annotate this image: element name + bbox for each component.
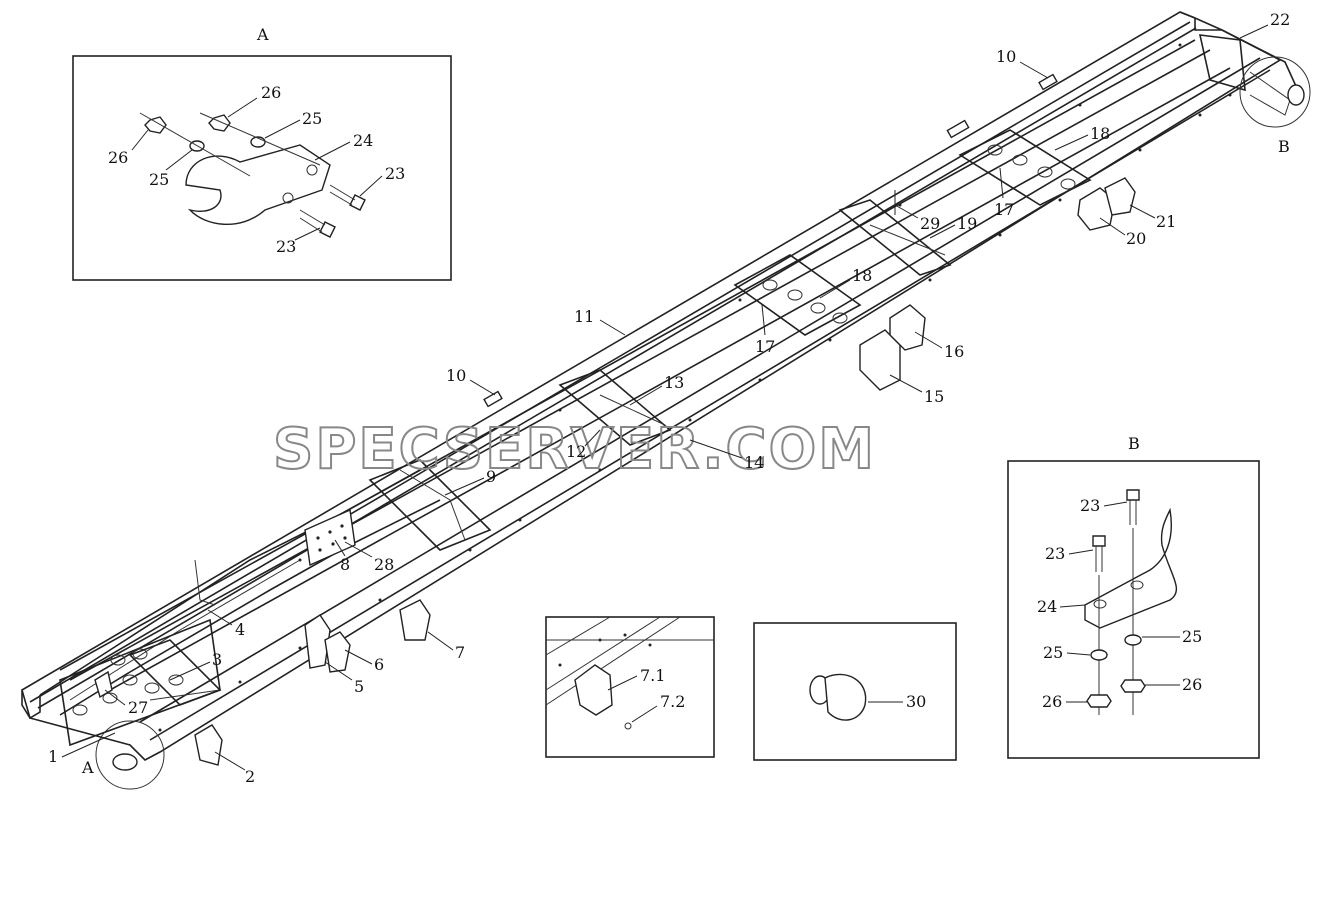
crossmembers [128, 34, 1246, 706]
callout-29: 29 [920, 214, 940, 233]
callout-3: 3 [212, 650, 222, 669]
detail-b-callout-25-right: 25 [1182, 627, 1202, 646]
callout-10b: 10 [996, 47, 1016, 66]
callout-8: 8 [340, 555, 350, 574]
detail-a-callout-26-right: 26 [261, 83, 281, 102]
detail-a-callout-26-left: 26 [108, 148, 128, 167]
callout-16: 16 [944, 342, 964, 361]
detail-box-30: 30 [753, 622, 957, 761]
detail-b-callout-24: 24 [1037, 597, 1057, 616]
detail-b-callout-26-left: 26 [1042, 692, 1062, 711]
callout-20: 20 [1126, 229, 1146, 248]
callout-1: 1 [48, 747, 58, 766]
callout-21: 21 [1156, 212, 1176, 231]
main-callouts: 1 2 3 4 5 6 7 8 9 10 10 11 12 13 14 15 1… [48, 10, 1290, 786]
callout-14: 14 [744, 453, 764, 472]
detail-a-callout-23-right: 23 [385, 164, 405, 183]
detail-a-callout-25-left: 25 [149, 170, 169, 189]
detail-box-7: 7.1 7.2 [545, 616, 715, 758]
detail-b-callout-25-left: 25 [1043, 643, 1063, 662]
circle-marker-a: A [81, 758, 94, 777]
detail-a-callout-25-right: 25 [302, 109, 322, 128]
detail-b-callout-23-top: 23 [1080, 496, 1100, 515]
detail-b-label: B [1128, 434, 1140, 453]
callout-15: 15 [924, 387, 944, 406]
callout-19: 19 [957, 214, 977, 233]
rivet-holes [158, 43, 1232, 732]
detail-a-callout-23-bottom: 23 [276, 237, 296, 256]
callout-4: 4 [235, 620, 245, 639]
callout-18a: 18 [852, 266, 872, 285]
callout-9: 9 [486, 467, 496, 486]
callout-13: 13 [664, 373, 684, 392]
callout-5: 5 [354, 677, 364, 696]
circle-marker-b: B [1278, 137, 1290, 156]
frame-rails [21, 11, 1301, 761]
detail-7-callout-7-1: 7.1 [640, 666, 665, 685]
detail-7-callout-7-2: 7.2 [660, 692, 685, 711]
callout-22: 22 [1270, 10, 1290, 29]
callout-17b: 17 [994, 200, 1014, 219]
detail-a-callout-24: 24 [353, 131, 373, 150]
front-section [39, 469, 441, 747]
frame-brackets [94, 56, 1311, 790]
detail-a-label: A [256, 25, 269, 44]
watermark-text: SPECSERVER.COM [273, 417, 876, 482]
detail-30-callout: 30 [906, 692, 926, 711]
detail-b-callout-26-right: 26 [1182, 675, 1202, 694]
detail-box-a: A 26 25 26 25 24 23 23 [72, 25, 452, 281]
callout-7: 7 [455, 643, 465, 662]
callout-17a: 17 [755, 337, 775, 356]
callout-6: 6 [374, 655, 384, 674]
detail-box-b: B 23 23 24 25 25 26 26 [1007, 434, 1260, 759]
detail-b-callout-23-mid: 23 [1045, 544, 1065, 563]
callout-27: 27 [128, 698, 148, 717]
callout-12: 12 [566, 442, 586, 461]
callout-28: 28 [374, 555, 394, 574]
callout-2: 2 [245, 767, 255, 786]
callout-18b: 18 [1090, 124, 1110, 143]
callout-10a: 10 [446, 366, 466, 385]
callout-11: 11 [574, 307, 594, 326]
